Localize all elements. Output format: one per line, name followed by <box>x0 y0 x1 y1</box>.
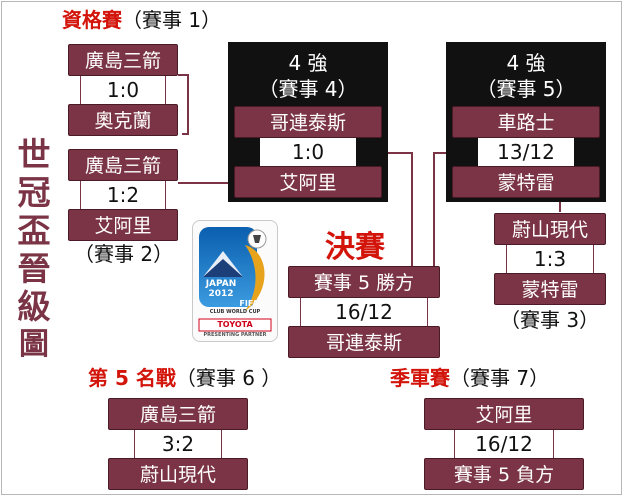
match3-team2: 蒙特雷 <box>494 273 606 305</box>
final-title: 決賽 <box>325 230 385 265</box>
semi5-panel: 4 強 （賽事 5） 車路士 13/12 蒙特雷 <box>446 42 606 202</box>
logo-cup: CLUB WORLD CUP <box>209 309 261 315</box>
fifa-club-world-cup-logo: JAPAN 2012 FIFA CLUB WORLD CUP TOYOTA PR… <box>192 220 278 342</box>
semi5-head1: 4 強 <box>506 51 546 75</box>
semi5-head2: （賽事 5） <box>476 77 576 101</box>
playoff-title-rest: （賽事 1） <box>122 8 222 32</box>
logo-line2: 2012 <box>208 289 234 299</box>
match2: 廣島三箭 1:2 艾阿里 <box>68 149 178 241</box>
fifth-score: 3:2 <box>134 430 222 458</box>
match3-caption: （賽事 3） <box>500 308 600 332</box>
semi4-team2: 艾阿里 <box>234 166 382 198</box>
connector-playoff-to-match2 <box>178 74 189 135</box>
semi5-score: 13/12 <box>478 138 574 166</box>
playoff-title-red: 資格賽 <box>62 8 122 32</box>
third-team2: 賽事 5 負方 <box>424 458 584 490</box>
match3-team1: 蔚山現代 <box>494 213 606 245</box>
semi4-head2: （賽事 4） <box>258 77 358 101</box>
playoff-team2: 奧克蘭 <box>68 104 178 136</box>
final-team1: 賽事 5 勝方 <box>288 266 440 298</box>
playoff-score: 1:0 <box>80 76 166 104</box>
third-title: 季軍賽（賽事 7） <box>390 366 549 390</box>
third-title-red: 季軍賽 <box>390 366 450 390</box>
match3: 蔚山現代 1:3 蒙特雷 <box>494 213 606 305</box>
semi5-header: 4 強 （賽事 5） <box>446 42 606 102</box>
fifth-match: 廣島三箭 3:2 蔚山現代 <box>108 398 248 490</box>
playoff-match: 廣島三箭 1:0 奧克蘭 <box>68 44 178 136</box>
third-team1: 艾阿里 <box>424 398 584 430</box>
vertical-title-char: 世 <box>17 135 51 174</box>
semi4-match: 哥連泰斯 1:0 艾阿里 <box>234 106 382 198</box>
match2-team2: 艾阿里 <box>68 209 178 241</box>
fifth-title-rest: （賽事 6 ） <box>175 366 282 390</box>
final-score: 16/12 <box>300 298 428 326</box>
playoff-team1: 廣島三箭 <box>68 44 178 76</box>
fifth-team1: 廣島三箭 <box>108 398 248 430</box>
match2-team1: 廣島三箭 <box>68 149 178 181</box>
logo-partner: PRESENTING PARTNER <box>203 332 267 338</box>
fifth-title-red: 第 5 名戰 <box>88 366 176 390</box>
semi4-header: 4 強 （賽事 4） <box>228 42 388 102</box>
third-score: 16/12 <box>454 430 554 458</box>
semi4-team1: 哥連泰斯 <box>234 106 382 138</box>
semi5-match: 車路士 13/12 蒙特雷 <box>452 106 600 198</box>
vertical-title-char: 晉 <box>17 249 51 288</box>
semi4-head1: 4 強 <box>288 51 328 75</box>
third-title-rest: （賽事 7） <box>450 366 550 390</box>
semi4-panel: 4 強 （賽事 4） 哥連泰斯 1:0 艾阿里 <box>228 42 388 202</box>
match2-caption: （賽事 2） <box>74 242 174 266</box>
match2-score: 1:2 <box>80 181 166 209</box>
playoff-title: 資格賽（賽事 1） <box>62 8 221 32</box>
vertical-title-char: 圖 <box>19 327 49 362</box>
semi5-team1: 車路士 <box>452 106 600 138</box>
logo-art-icon <box>198 227 272 332</box>
fifth-title: 第 5 名戰（賽事 6 ） <box>88 366 281 390</box>
logo-fifa: FIFA <box>239 299 259 308</box>
match3-score: 1:3 <box>506 245 594 273</box>
final-team2: 哥連泰斯 <box>288 326 440 358</box>
semi4-score: 1:0 <box>260 138 356 166</box>
vertical-title-char: 盃 <box>17 211 51 250</box>
fifth-team2: 蔚山現代 <box>108 458 248 490</box>
vertical-title-char: 級 <box>17 287 51 326</box>
logo-line1: JAPAN <box>205 279 237 289</box>
final-match: 賽事 5 勝方 16/12 哥連泰斯 <box>288 266 440 358</box>
vertical-title-char: 冠 <box>17 173 51 212</box>
logo-sponsor: TOYOTA <box>217 320 253 329</box>
vertical-title: 世 冠 盃 晉 級 圖 <box>14 136 54 364</box>
third-match: 艾阿里 16/12 賽事 5 負方 <box>424 398 584 490</box>
semi5-team2: 蒙特雷 <box>452 166 600 198</box>
